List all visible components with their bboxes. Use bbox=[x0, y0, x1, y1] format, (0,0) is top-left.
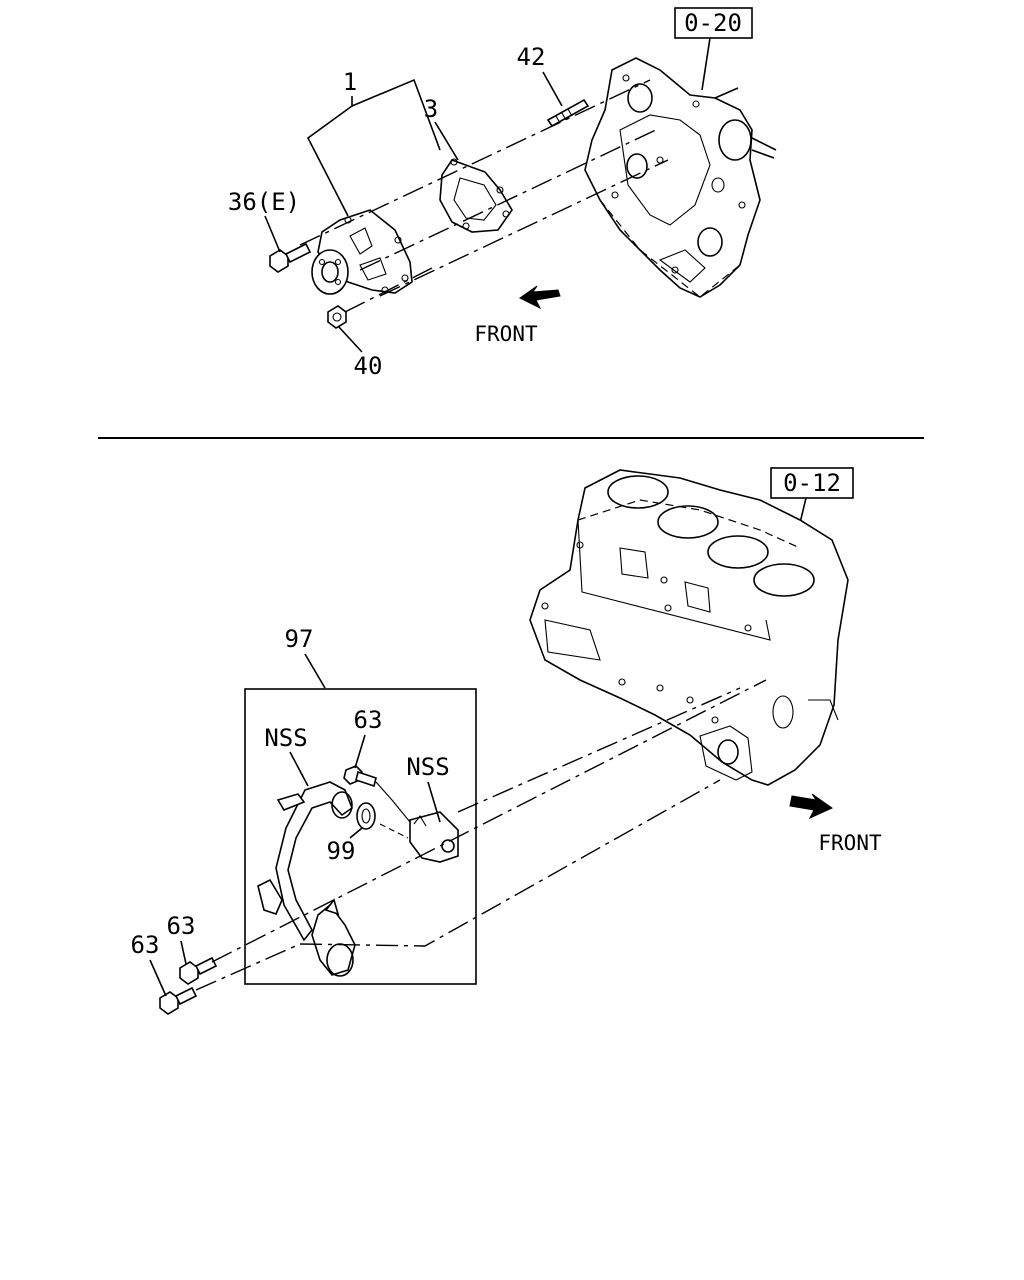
callout-nss-left: NSS bbox=[264, 724, 307, 752]
bolt-63-mid[interactable] bbox=[179, 956, 218, 985]
thermostat-housing[interactable] bbox=[409, 811, 459, 863]
o-ring-99[interactable] bbox=[356, 802, 376, 830]
lower-section: 0-12 bbox=[131, 467, 882, 1015]
alignment-line bbox=[379, 159, 669, 297]
callout-42: 42 bbox=[517, 43, 546, 71]
alignment-line bbox=[195, 943, 301, 991]
alignment-line bbox=[299, 779, 721, 947]
callout-99: 99 bbox=[327, 837, 356, 865]
bolt-36e[interactable] bbox=[269, 242, 312, 273]
callout-63-mid: 63 bbox=[167, 912, 196, 940]
alignment-line bbox=[299, 79, 651, 246]
alignment-line bbox=[359, 127, 661, 271]
front-label-upper: FRONT bbox=[474, 322, 538, 346]
alignment-line bbox=[457, 687, 741, 813]
alignment-line bbox=[211, 679, 767, 963]
water-pump-1[interactable] bbox=[311, 209, 413, 295]
bolt-63-top[interactable] bbox=[343, 765, 377, 788]
callout-97: 97 bbox=[285, 625, 314, 653]
callout-nss-right: NSS bbox=[406, 753, 449, 781]
callout-36e: 36(E) bbox=[228, 188, 300, 216]
water-pipe[interactable] bbox=[257, 781, 356, 977]
front-arrow-icon bbox=[789, 793, 834, 820]
callout-3: 3 bbox=[424, 95, 438, 123]
callout-63-top: 63 bbox=[354, 706, 383, 734]
cylinder-block bbox=[529, 469, 849, 786]
pipe-assembly-97-box[interactable] bbox=[244, 688, 477, 985]
timing-case bbox=[584, 57, 777, 298]
ref-box-0-20[interactable]: 0-20 bbox=[674, 7, 753, 91]
callout-1: 1 bbox=[343, 68, 357, 96]
nut-40[interactable] bbox=[327, 305, 347, 329]
front-label-lower: FRONT bbox=[818, 831, 882, 855]
ref-box-0-20-label: 0-20 bbox=[684, 9, 742, 37]
alignment-line bbox=[344, 267, 433, 313]
upper-section: 0-20 bbox=[228, 7, 777, 380]
callout-40: 40 bbox=[354, 352, 383, 380]
stud-42[interactable] bbox=[546, 98, 590, 128]
bolt-63-low[interactable] bbox=[159, 986, 198, 1015]
ref-box-0-12-label: 0-12 bbox=[783, 469, 841, 497]
callout-63-low: 63 bbox=[131, 931, 160, 959]
front-arrow-icon bbox=[519, 285, 561, 310]
gasket-3[interactable] bbox=[439, 158, 513, 233]
